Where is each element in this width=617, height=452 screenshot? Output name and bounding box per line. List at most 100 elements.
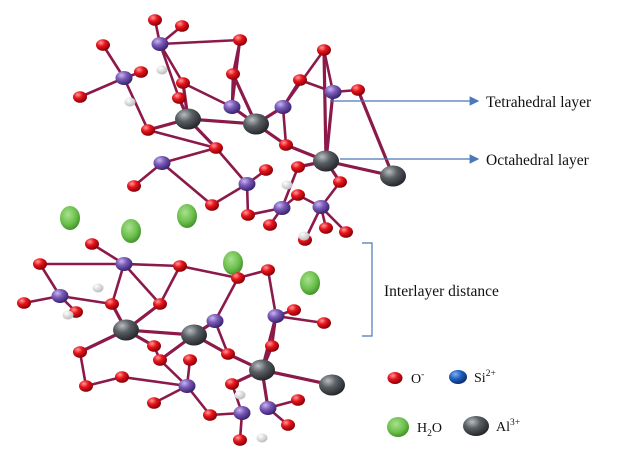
oxygen-atom bbox=[73, 346, 87, 358]
oxygen-atom bbox=[263, 219, 277, 231]
oxygen-atom bbox=[205, 199, 219, 211]
oxygen-atom bbox=[241, 209, 255, 221]
oxygen-atom bbox=[147, 340, 161, 352]
legend-water-swatch bbox=[387, 417, 409, 437]
oxygen-atom bbox=[319, 222, 333, 234]
legend-silicon-label: Si2+ bbox=[474, 369, 496, 386]
hydrogen-atom bbox=[62, 310, 74, 320]
bond bbox=[58, 294, 114, 306]
silicon-atom bbox=[151, 37, 169, 51]
legend-aluminum-swatch bbox=[463, 416, 489, 436]
bond bbox=[146, 128, 218, 150]
oxygen-atom bbox=[153, 298, 167, 310]
oxygen-atom bbox=[141, 124, 155, 136]
oxygen-atom bbox=[291, 189, 305, 201]
bond bbox=[158, 42, 181, 100]
oxygen-atom bbox=[265, 340, 279, 352]
bond bbox=[122, 262, 162, 306]
bond bbox=[266, 268, 278, 318]
oxygen-atom bbox=[148, 14, 162, 26]
octahedral-annotation: Octahedral layer bbox=[340, 152, 590, 169]
silicon-atom bbox=[324, 85, 342, 99]
hydrogen-atom bbox=[281, 180, 293, 190]
oxygen-atom bbox=[203, 409, 217, 421]
aluminum-atom bbox=[249, 359, 275, 381]
silicon-atom bbox=[238, 177, 256, 191]
oxygen-atom bbox=[279, 139, 293, 151]
aluminum-atom bbox=[175, 108, 201, 130]
oxygen-atom bbox=[172, 92, 186, 104]
oxygen-atom bbox=[281, 419, 295, 431]
water-molecule bbox=[121, 219, 141, 243]
oxygen-atom bbox=[33, 258, 47, 270]
oxygen-atom bbox=[147, 397, 161, 409]
aluminum-atom bbox=[313, 150, 339, 172]
bond bbox=[158, 38, 242, 46]
bond bbox=[213, 276, 240, 323]
oxygen-atom bbox=[183, 354, 197, 366]
aluminum-atom bbox=[243, 113, 269, 135]
hydrogen-atom bbox=[92, 283, 104, 293]
hydrogen-atom bbox=[156, 65, 168, 75]
aluminum-atom bbox=[113, 319, 139, 341]
oxygen-atom bbox=[17, 297, 31, 309]
bond bbox=[322, 48, 328, 163]
hydrogen-atom bbox=[256, 433, 268, 443]
aluminum-atom bbox=[319, 374, 345, 396]
silicon-atom bbox=[274, 100, 292, 114]
silicon-atom bbox=[115, 257, 133, 271]
oxygen-atom bbox=[79, 380, 93, 392]
silicon-atom bbox=[51, 289, 69, 303]
interlayer-bracket bbox=[362, 242, 373, 337]
water-molecule bbox=[300, 271, 320, 295]
legend-water-label: H2O bbox=[417, 421, 442, 439]
bond bbox=[158, 42, 185, 85]
bond bbox=[160, 146, 218, 165]
silicon-atom bbox=[206, 314, 224, 328]
oxygen-atom bbox=[96, 39, 110, 51]
bond bbox=[181, 81, 234, 109]
oxygen-atom bbox=[351, 84, 365, 96]
bond bbox=[356, 88, 395, 178]
silicon-atom bbox=[223, 100, 241, 114]
oxygen-atom bbox=[134, 66, 148, 78]
oxygen-atom bbox=[226, 68, 240, 80]
octahedral-label: Octahedral layer bbox=[486, 152, 590, 169]
silicon-atom bbox=[259, 401, 277, 415]
bond bbox=[122, 76, 150, 132]
oxygen-atom bbox=[85, 238, 99, 250]
oxygen-atom bbox=[261, 264, 275, 276]
oxygen-atom bbox=[176, 77, 190, 89]
tetrahedral-label: Tetrahedral layer bbox=[486, 94, 592, 111]
oxygen-atom bbox=[291, 394, 305, 406]
legend: O- Si2+ H2O Al3+ bbox=[387, 369, 520, 439]
hydrogen-atom bbox=[234, 390, 246, 400]
silicon-atom bbox=[115, 71, 133, 85]
oxygen-atom bbox=[291, 161, 305, 173]
oxygen-atom bbox=[73, 91, 87, 103]
oxygen-atom bbox=[317, 317, 331, 329]
silicon-atom bbox=[267, 309, 285, 323]
silicon-atom bbox=[153, 156, 171, 170]
silicon-atom bbox=[178, 379, 196, 393]
oxygen-atom bbox=[231, 272, 245, 284]
oxygen-atom bbox=[233, 434, 247, 446]
hydrogen-atom bbox=[298, 231, 310, 241]
bond bbox=[178, 264, 240, 280]
bond bbox=[160, 161, 214, 207]
bond bbox=[120, 375, 189, 388]
bond bbox=[158, 264, 182, 306]
aluminum-atom bbox=[181, 324, 207, 346]
oxygen-atom bbox=[221, 348, 235, 360]
legend-oxygen-swatch bbox=[387, 372, 403, 384]
oxygen-atom bbox=[105, 298, 119, 310]
silicon-atom bbox=[233, 406, 251, 420]
oxygen-atom bbox=[173, 260, 187, 272]
tetrahedral-annotation: Tetrahedral layer bbox=[330, 94, 592, 111]
aluminum-atom bbox=[380, 165, 406, 187]
oxygen-atom bbox=[287, 304, 301, 316]
interlayer-annotation: Interlayer distance bbox=[362, 242, 499, 337]
oxygen-atom bbox=[339, 226, 353, 238]
interlayer-label: Interlayer distance bbox=[384, 283, 499, 300]
